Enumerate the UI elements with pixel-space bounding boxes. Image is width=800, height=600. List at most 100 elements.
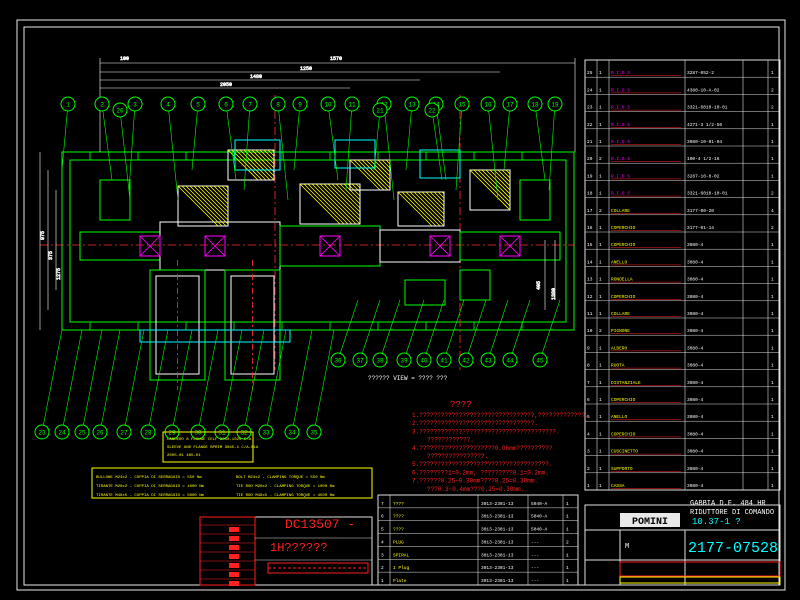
bom-cell: 3080-4 [687, 259, 704, 265]
bom-cell: 3080-4 [687, 466, 704, 472]
subtable-cell: 5 [381, 527, 384, 533]
bom-cell: 22 [587, 122, 593, 128]
bom-cell: 20 [587, 156, 593, 162]
bom-cell: 2 [771, 105, 774, 111]
bom-cell: 1 [599, 294, 602, 300]
bom-cell: 1 [599, 173, 602, 179]
bom-cell: R.I.O.S [611, 191, 630, 197]
part-line [357, 159, 389, 191]
bom-cell: COPERCHIO [611, 242, 636, 248]
bom-cell: 1 [771, 328, 774, 334]
flange-note-line: SLEEVE AND FLANGE BPRIM 3045-1 C/A-01A [167, 445, 259, 450]
bom-cell: 1 [599, 139, 602, 145]
bom-cell: COLLARE [611, 208, 630, 214]
bom-cell: 4271-3 1/2-56 [687, 122, 722, 128]
bom-cell: COLLARE [611, 311, 630, 317]
part-line [209, 185, 229, 205]
bom-cell: 3080-4 [687, 397, 704, 403]
part-line [259, 149, 275, 165]
bom-cell: 1 [599, 311, 602, 317]
bom-cell: 2 [771, 191, 774, 197]
part-outline [319, 235, 341, 257]
part-line [225, 185, 229, 189]
part-line [335, 183, 361, 209]
bom-cell: 1 [599, 380, 602, 386]
callout-number: 40 [420, 358, 428, 365]
leader-line [383, 103, 395, 201]
bom-cell: 3321-6010-10-01 [687, 105, 728, 111]
part-line [397, 191, 433, 227]
callout-circle [480, 96, 496, 112]
notes-title: ???? [450, 400, 472, 410]
subtable-cell: 2 [381, 565, 384, 571]
leader-line [509, 299, 531, 361]
dimension-label: 975 [40, 231, 46, 240]
subtable-cell: 5040-A [531, 527, 548, 533]
note-line: 3.??????????????????????????????????????… [412, 428, 560, 435]
part-code: 1H?????? [270, 541, 328, 555]
bom-cell: 3080-4 [687, 431, 704, 437]
bom-cell: 9 [587, 345, 590, 351]
callout-number: 15 [458, 102, 466, 109]
callout-number: 31 [218, 430, 226, 437]
dimension-label: 375 [48, 251, 54, 260]
bom-cell: COPERCHIO [611, 294, 636, 300]
subtable-cell: 5040-A [531, 514, 548, 520]
leader-line [423, 299, 445, 361]
note-line: 6.????????1=0.2mm, ?????????0.1=0.2mm. [412, 469, 549, 476]
bom-cell: 8 [587, 363, 590, 369]
callout-circle [190, 96, 206, 112]
part-line [505, 169, 511, 175]
leader-line [221, 329, 243, 433]
callout-number: 26 [96, 430, 104, 437]
part-line [497, 169, 511, 183]
callout-number: 24 [58, 430, 66, 437]
part-line [409, 191, 445, 227]
part-line [417, 191, 445, 219]
part-line [377, 159, 391, 173]
leader-line [548, 103, 556, 191]
title-block: POMINI GABBIA D.F. 484 HR RIDUTTORE DI C… [584, 500, 781, 586]
callout-circle [116, 424, 132, 440]
doc-number: 2177-07528 [688, 540, 778, 557]
dimension-label: 2050 [220, 82, 232, 88]
leader-line [443, 299, 465, 361]
subtable-cell: 1 [381, 578, 384, 584]
part-line [221, 185, 229, 193]
callout-number: 1 [66, 102, 70, 109]
bom-cell: 17 [587, 208, 593, 214]
bom-cell: 3080-4 [687, 380, 704, 386]
callout-number: 13 [408, 102, 416, 109]
bom-cell: 1 [599, 70, 602, 76]
note-line: ????????????. [427, 437, 474, 444]
part-outline [227, 149, 275, 181]
bom-cell: 18 [587, 191, 593, 197]
leader-line [373, 109, 381, 171]
leader-line [41, 329, 63, 433]
part-line [361, 159, 391, 189]
subtable-cell: 1 [566, 565, 569, 571]
part-outline [139, 235, 161, 257]
callout-number: 41 [440, 358, 448, 365]
callout-number: 11 [348, 102, 356, 109]
bom-cell: R.I.O.S [611, 70, 630, 76]
dimension-label: 100 [120, 56, 129, 62]
part-line [353, 159, 385, 191]
part-line [485, 169, 511, 195]
part-outline [61, 151, 575, 331]
leader-line [487, 103, 499, 201]
bom-cell: ANELLO [611, 414, 628, 420]
callout-number: 43 [484, 358, 492, 365]
part-line [239, 149, 271, 181]
part-outline [177, 185, 229, 227]
torque-line-it: TIRANTE M48x5 - COPPIA DI SERRAGGIO = 50… [96, 494, 205, 498]
part-line [381, 159, 391, 169]
bom-cell: 1 [771, 259, 774, 265]
subtable-cell: 3013-2301-13 [481, 578, 514, 584]
